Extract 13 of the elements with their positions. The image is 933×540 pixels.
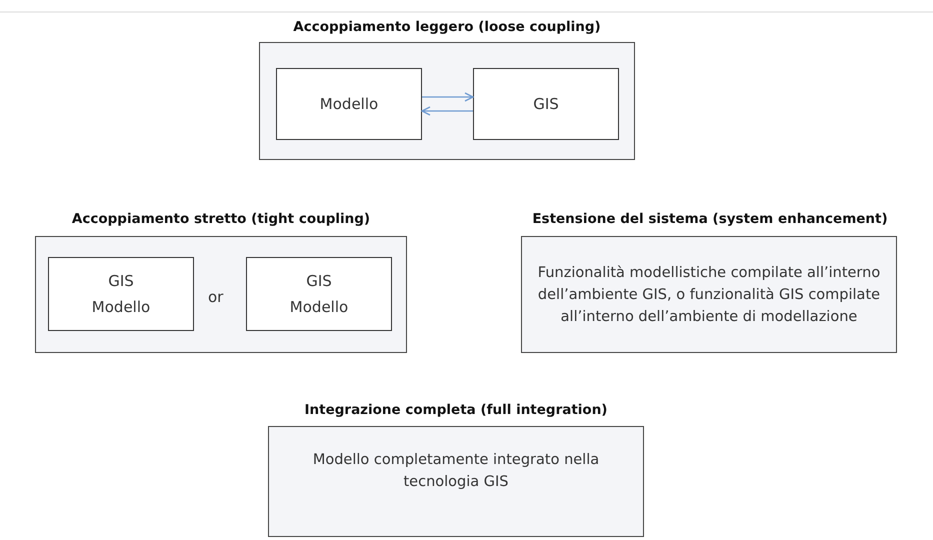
group-heading: Integrazione completa (full integration) [304,401,608,420]
component-box: GIS Modello [48,257,194,331]
description-text: Modello completamente integrato nella tecnologia GIS [312,451,600,492]
connector-word: or [208,288,224,306]
group-heading: Accoppiamento stretto (tight coupling) [70,210,372,229]
group-heading: Estensione del sistema (system enhancement) [531,210,889,229]
component-box: GIS [473,68,619,140]
arrow [421,106,473,116]
group-heading: Accoppiamento leggero (loose coupling) [292,18,602,37]
component-box: Modello [276,68,422,140]
arrow [422,92,474,102]
description-text: Funzionalità modellistiche compilate all’interno dell’ambiente GIS, o funzionalità GIS compilate all’interno dell’ambiente di modellazione [536,264,882,326]
component-box: GIS Modello [246,257,392,331]
